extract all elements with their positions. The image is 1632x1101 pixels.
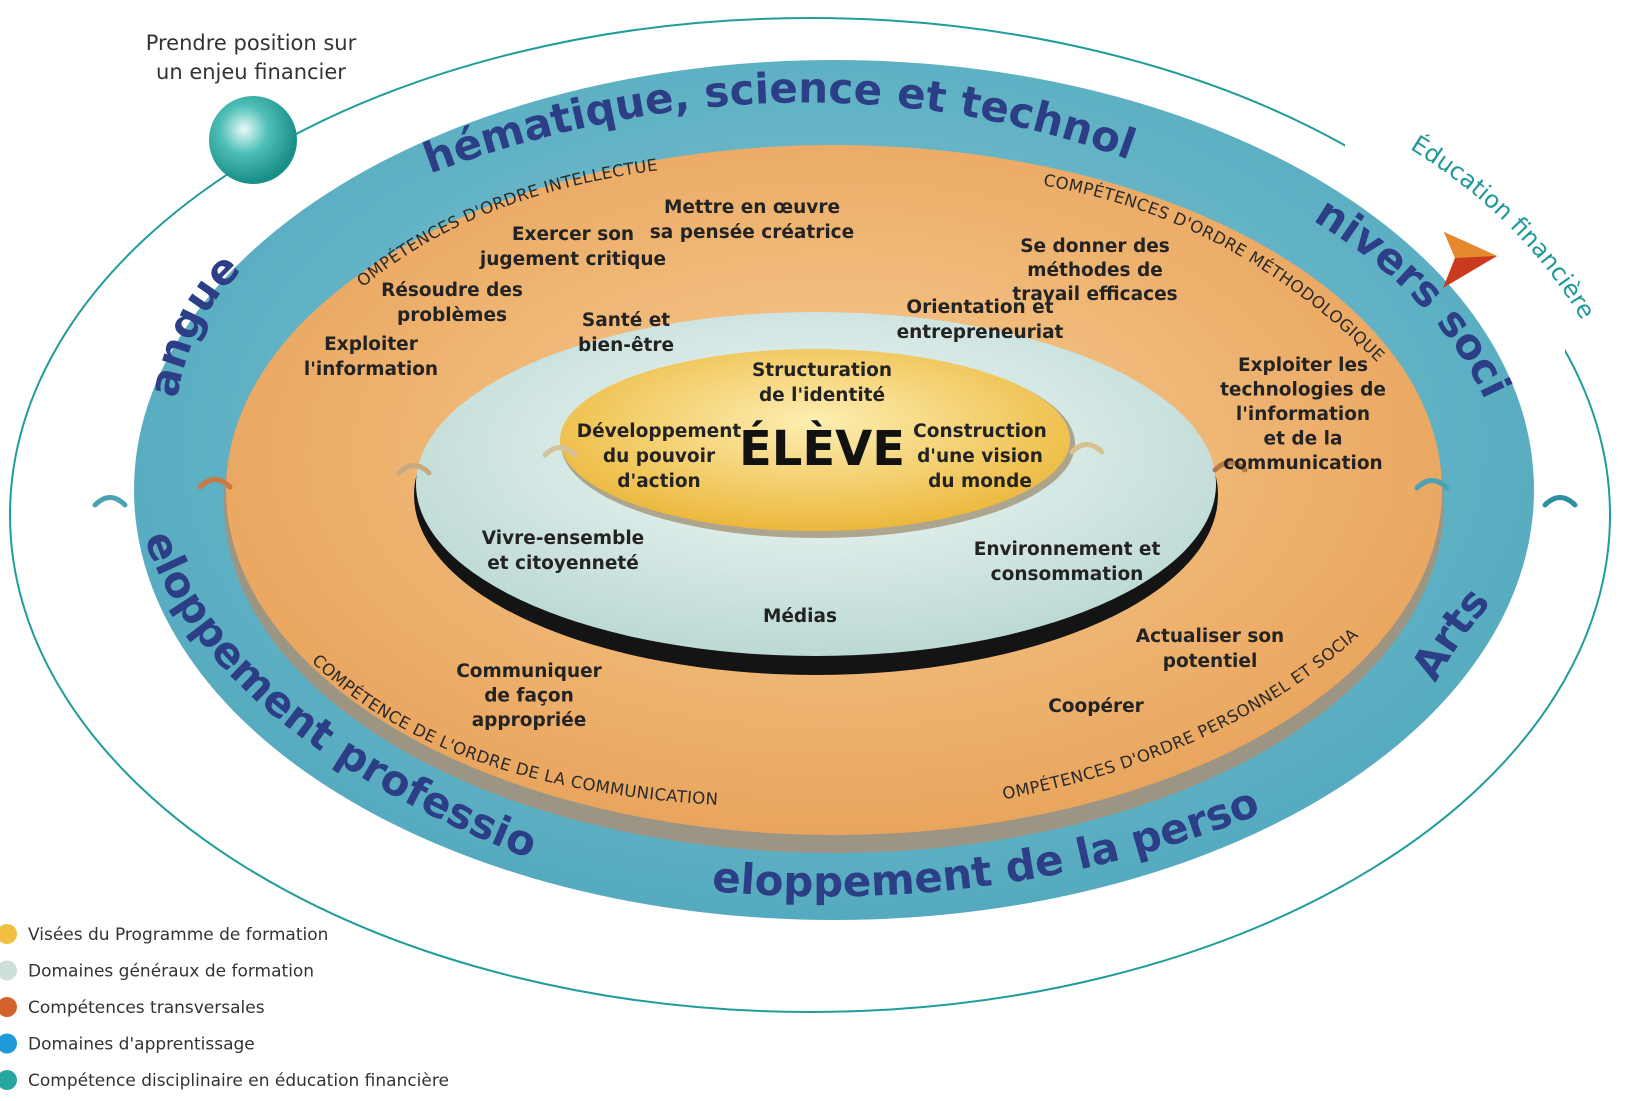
arrow-highlight	[1444, 232, 1497, 258]
text-line: Actualiser son	[1136, 626, 1284, 647]
text-line: Construction	[913, 421, 1047, 442]
legend-label: Compétence disciplinaire en éducation fi…	[28, 1071, 449, 1091]
text-line: Résoudre des	[381, 280, 523, 301]
text-line: Environnement et	[974, 539, 1161, 560]
text-line: bien-être	[578, 335, 674, 356]
text-line: Médias	[763, 606, 837, 627]
legend-label: Domaines généraux de formation	[28, 962, 314, 982]
text-line: jugement critique	[479, 249, 666, 270]
legend: Visées du Programme de formationDomaines…	[0, 924, 449, 1091]
visee-pouvoir: Développement du pouvoir d'action	[577, 421, 742, 492]
comp-actualiser-potentiel: Actualiser son potentiel	[1136, 626, 1284, 672]
comp-resoudre-problemes: Résoudre des problèmes	[381, 280, 523, 326]
text-line: appropriée	[472, 710, 587, 731]
text-line: entrepreneuriat	[897, 322, 1064, 343]
legend-swatch	[0, 1070, 17, 1090]
arrow-icon	[396, 463, 432, 476]
text-line: l'information	[1236, 404, 1370, 425]
text-line: un enjeu financier	[156, 60, 346, 84]
legend-label: Compétences transversales	[28, 998, 265, 1018]
text-line: Mettre en œuvre	[664, 197, 840, 218]
text-line: sa pensée créatrice	[650, 222, 854, 243]
arrow-icon	[1414, 478, 1450, 491]
text-line: Vivre-ensemble	[482, 528, 644, 549]
comp-exploiter-tic: Exploiter les technologies de l'informatio…	[1220, 355, 1386, 474]
text-line: Se donner des	[1020, 236, 1170, 257]
text-line: l'information	[304, 359, 438, 380]
legend-swatch	[0, 924, 17, 944]
text-line: et de la	[1264, 429, 1343, 450]
financial-education-orbit	[9, 17, 1611, 1013]
legend-swatch	[0, 960, 17, 981]
dgf-vivre-ensemble: Vivre-ensemble et citoyenneté	[482, 528, 644, 574]
comp-pensee-creatrice: Mettre en œuvre sa pensée créatrice	[650, 197, 854, 243]
comp-cooperer: Coopérer	[1048, 696, 1144, 717]
text-line: consommation	[991, 564, 1144, 585]
dgf-sante: Santé et bien-être	[578, 310, 674, 356]
arrow-icon	[92, 495, 128, 508]
text-line: de façon	[484, 686, 574, 707]
comp-methodes-travail: Se donner des méthodes de travail efficace…	[1012, 236, 1177, 305]
text-line: et citoyenneté	[487, 553, 639, 574]
interaction-arrows	[92, 442, 1578, 508]
dgf-medias: Médias	[763, 606, 837, 627]
arrow-icon	[1069, 442, 1105, 455]
core-ellipse	[560, 349, 1070, 531]
legend-swatch	[0, 1033, 17, 1054]
text-line: du monde	[928, 471, 1032, 492]
text-line: d'action	[617, 471, 700, 492]
legend-label: Domaines d'apprentissage	[28, 1035, 255, 1055]
arrow-icon	[542, 445, 578, 458]
legend-label: Visées du Programme de formation	[28, 925, 328, 945]
text-line: problèmes	[397, 305, 507, 326]
text-line: Développement	[577, 421, 742, 442]
text-line: communication	[1223, 453, 1382, 474]
comp-exploiter-information: Exploiter l'information	[304, 334, 438, 380]
text-line: technologies de	[1220, 380, 1386, 401]
text-line: potentiel	[1163, 651, 1258, 672]
arrow-icon	[197, 477, 233, 490]
arrow-icon	[1542, 495, 1578, 508]
dgf-environnement: Environnement et consommation	[974, 539, 1161, 585]
dgf-orientation: Orientation et entrepreneuriat	[897, 297, 1064, 343]
arrow-icon	[1212, 460, 1248, 473]
visee-vision: Construction d'une vision du monde	[913, 421, 1047, 492]
text-line: Santé et	[582, 310, 670, 331]
text-line: d'une vision	[917, 446, 1043, 467]
comp-jugement-critique: Exercer son jugement critique	[479, 224, 666, 270]
text-line: Coopérer	[1048, 696, 1144, 717]
legend-swatch	[0, 997, 17, 1017]
text-line: Exercer son	[512, 224, 634, 245]
visee-identite: Structuration de l'identité	[752, 360, 892, 406]
financial-sphere-icon	[209, 96, 297, 184]
text-line: Prendre position sur	[146, 31, 357, 55]
text-line: Orientation et	[906, 297, 1053, 318]
center-label: ÉLÈVE	[739, 420, 905, 477]
text-line: Exploiter	[324, 334, 419, 355]
text-line: méthodes de	[1027, 260, 1163, 281]
financial-note: Prendre position sur un enjeu financier	[146, 31, 357, 84]
text-line: travail efficaces	[1012, 284, 1177, 305]
text-line: de l'identité	[759, 385, 885, 406]
text-line: du pouvoir	[603, 446, 716, 467]
text-line: Exploiter les	[1238, 355, 1368, 376]
text-line: Structuration	[752, 360, 892, 381]
comp-communiquer: Communiquer de façon appropriée	[456, 661, 602, 731]
text-line: Communiquer	[456, 661, 602, 682]
